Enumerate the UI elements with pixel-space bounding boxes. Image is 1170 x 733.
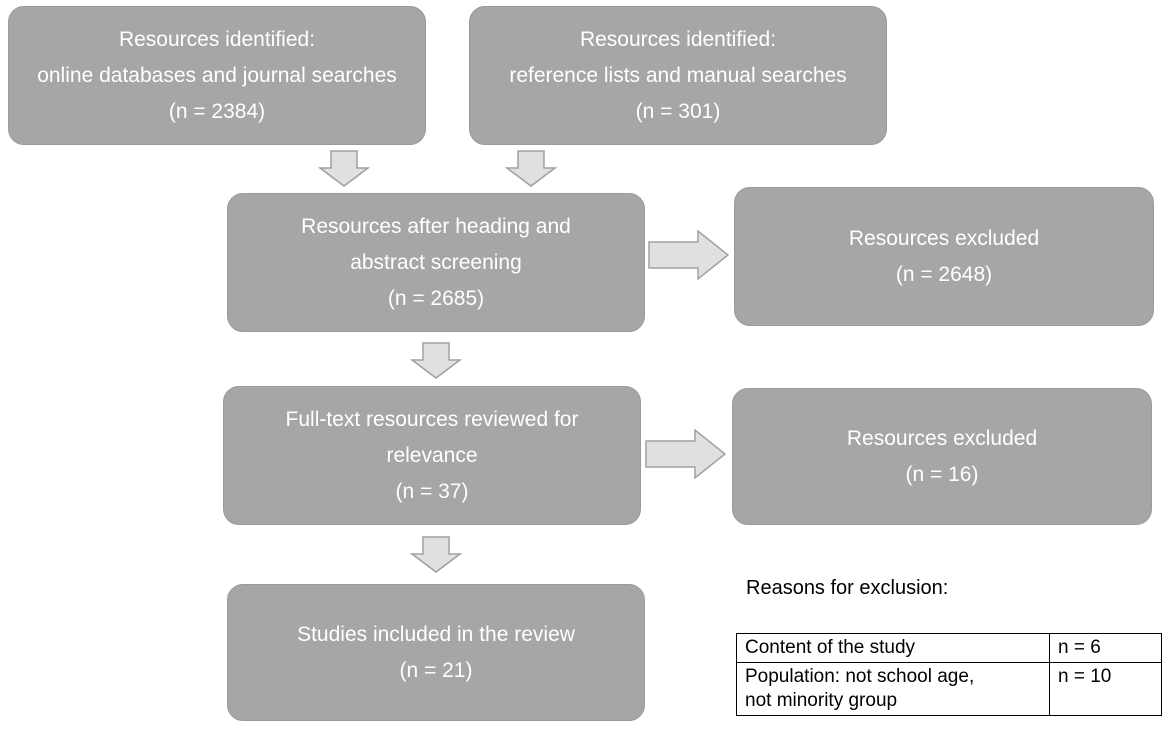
box-count: (n = 37): [395, 479, 469, 503]
table-row: Population: not school age, not minority…: [736, 662, 1162, 716]
box-db-search: Resources identified: online databases a…: [8, 6, 426, 145]
reason-text: Content of the study: [745, 637, 916, 658]
reason-cell: Population: not school age, not minority…: [736, 662, 1050, 716]
arrow-right-icon: [648, 229, 730, 281]
box-line: Full-text resources reviewed for: [285, 407, 579, 431]
count-cell: n = 10: [1049, 662, 1162, 716]
box-count: (n = 2648): [895, 262, 993, 286]
box-line: abstract screening: [350, 250, 522, 274]
reasons-table: Content of the study n = 6 Population: n…: [736, 633, 1162, 716]
arrow-down-icon: [318, 150, 370, 187]
arrow-down-icon: [410, 536, 462, 573]
table-row: Content of the study n = 6: [736, 633, 1162, 663]
box-count: (n = 16): [905, 462, 979, 486]
arrow-down-icon: [505, 150, 557, 187]
arrow-right-icon: [645, 428, 727, 480]
box-excluded-screening: Resources excluded (n = 2648): [734, 187, 1154, 326]
box-line: Resources excluded: [846, 426, 1038, 450]
reason-cell: Content of the study: [736, 633, 1050, 663]
box-count: (n = 2384): [168, 99, 266, 123]
box-fulltext: Full-text resources reviewed for relevan…: [223, 386, 641, 525]
arrow-down-icon: [410, 342, 462, 379]
box-screening: Resources after heading and abstract scr…: [227, 193, 645, 332]
box-manual-search: Resources identified: reference lists an…: [469, 6, 887, 145]
box-count: (n = 2685): [387, 286, 485, 310]
box-excluded-fulltext: Resources excluded (n = 16): [732, 388, 1152, 525]
reason-text: not minority group: [745, 690, 898, 711]
box-included: Studies included in the review (n = 21): [227, 584, 645, 721]
box-line: Resources after heading and: [301, 214, 571, 238]
box-line: Resources identified:: [118, 27, 316, 51]
box-line: Resources excluded: [848, 226, 1040, 250]
reason-text: Population: not school age,: [745, 666, 975, 687]
box-line: online databases and journal searches: [37, 63, 397, 87]
reasons-title: Reasons for exclusion:: [746, 577, 949, 599]
box-line: Resources identified:: [579, 27, 777, 51]
box-line: relevance: [386, 443, 478, 467]
box-line: Studies included in the review: [297, 622, 575, 646]
box-line: reference lists and manual searches: [509, 63, 847, 87]
count-cell: n = 6: [1049, 633, 1162, 663]
box-count: (n = 301): [635, 99, 721, 123]
box-count: (n = 21): [399, 658, 473, 682]
